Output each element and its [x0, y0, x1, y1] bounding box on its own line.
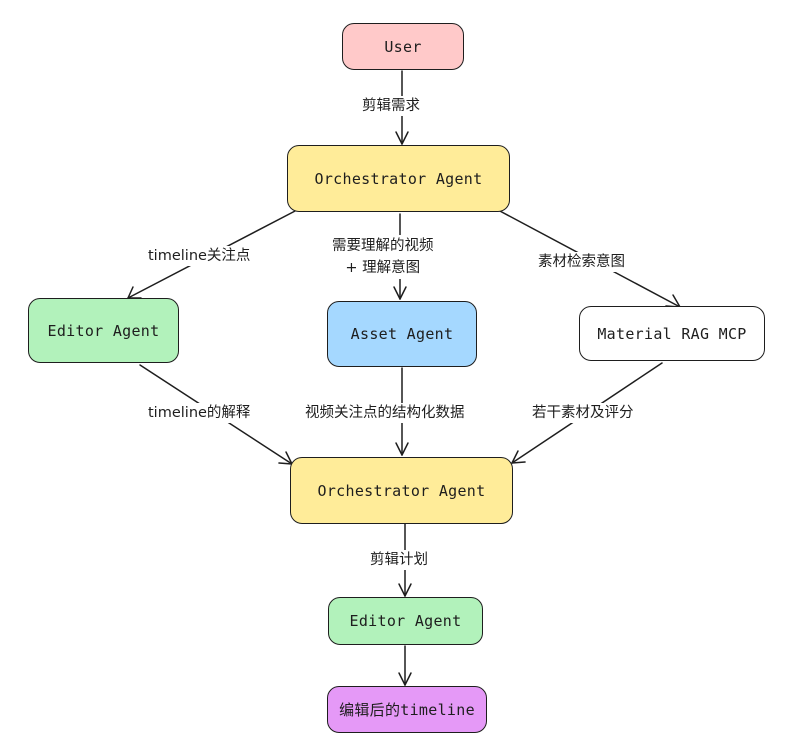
edge-label-materials-and-scores: 若干素材及评分	[530, 403, 636, 423]
edge-label-timeline-explanation: timeline的解释	[146, 403, 253, 423]
node-asset-agent: Asset Agent	[327, 301, 477, 367]
edge-label-line-1: 需要理解的视频	[332, 238, 434, 254]
edge-label-edit-request: 剪辑需求	[360, 96, 422, 116]
node-orchestrator-agent-mid: Orchestrator Agent	[290, 457, 513, 524]
node-edited-timeline: 编辑后的timeline	[327, 686, 487, 733]
arrow-editor-to-output	[398, 645, 412, 686]
node-orchestrator-agent-top: Orchestrator Agent	[287, 145, 510, 212]
node-editor-agent-bottom: Editor Agent	[328, 597, 483, 645]
edge-label-material-search-intent: 素材检索意图	[536, 252, 627, 272]
edge-label-edit-plan: 剪辑计划	[368, 550, 430, 570]
edge-label-line-2: + 理解意图	[345, 260, 421, 276]
edge-label-video-to-understand: 需要理解的视频 + 理解意图	[330, 235, 436, 279]
node-material-rag-mcp: Material RAG MCP	[579, 306, 765, 361]
node-editor-agent-left: Editor Agent	[28, 298, 179, 363]
edge-label-timeline-focus: timeline关注点	[146, 246, 253, 266]
edge-label-structured-data: 视频关注点的结构化数据	[303, 403, 467, 423]
node-user: User	[342, 23, 464, 70]
